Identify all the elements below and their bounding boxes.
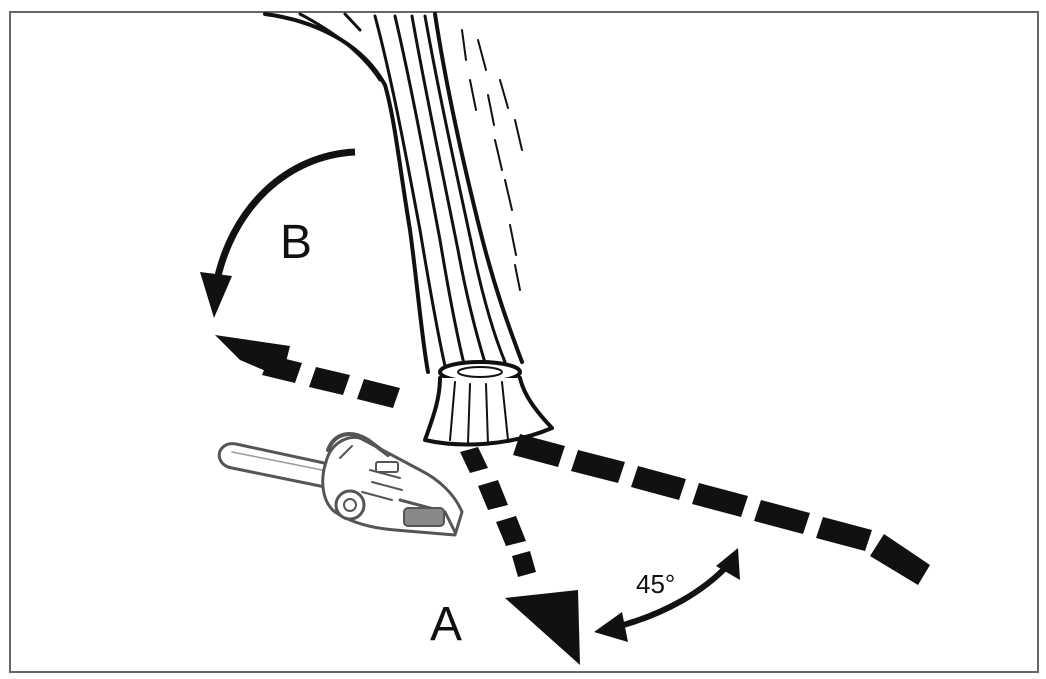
angle-arrow-head-right (716, 548, 740, 580)
tree-trunk-icon (263, 12, 554, 447)
arrow-b (200, 148, 356, 318)
angle-arrow-curve (611, 562, 731, 631)
arrow-a (460, 447, 580, 665)
arrow-a-dash-3 (496, 516, 526, 546)
label-b: B (280, 216, 312, 269)
angle-arrow-head-left (594, 612, 628, 642)
chainsaw-icon (217, 432, 464, 537)
felling-line-dash-3 (357, 379, 400, 408)
felling-line-dash-9 (816, 517, 872, 551)
felling-line-dash-7 (692, 483, 748, 517)
arrow-a-head (505, 590, 580, 665)
felling-line-arrowhead (215, 335, 290, 378)
felling-line-dashes (215, 335, 930, 585)
felling-line-dash-8 (754, 500, 810, 534)
arrow-b-head (200, 272, 232, 318)
arrow-b-curve (211, 148, 356, 291)
felling-line-dash-4 (513, 434, 565, 467)
label-angle: 45° (636, 569, 675, 599)
felling-line-dash-5 (571, 450, 625, 483)
felling-line-dash-2 (309, 367, 350, 395)
arrow-a-dash-2 (478, 480, 508, 510)
felling-line-dash-6 (631, 466, 686, 500)
arrow-a-dash-1 (460, 447, 488, 473)
label-a: A (430, 598, 462, 651)
arrow-a-dash-4 (512, 551, 536, 577)
felling-line-dash-10 (870, 534, 930, 585)
angle-arrow (594, 548, 740, 642)
